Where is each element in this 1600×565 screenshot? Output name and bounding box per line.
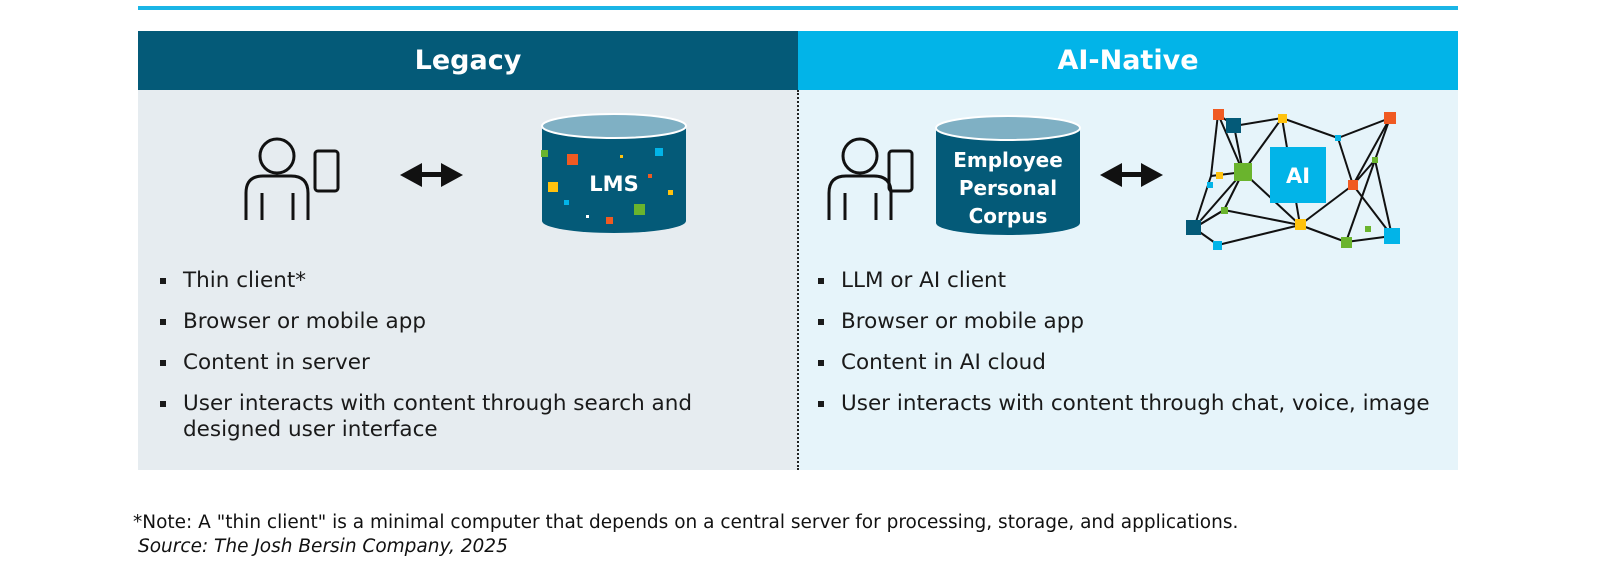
corpus-label-line-2: Personal [959,176,1057,200]
mobile-phone-icon [313,149,340,193]
ai-native-bullet-list: LLM or AI client Browser or mobile app C… [818,268,1438,432]
bullet-text: User interacts with content through sear… [183,391,693,442]
bullet-square-icon [818,278,824,284]
database-cylinder-icon: Employee Personal Corpus [935,115,1081,235]
panel-legacy [138,90,798,470]
bullet-text: Content in AI cloud [841,350,1046,375]
footnote: *Note: A "thin client" is a minimal comp… [133,512,1239,533]
bullet-text: Browser or mobile app [841,309,1085,334]
ai-label: AI [1286,164,1310,188]
bullet-square-icon [818,401,824,407]
ai-native-diagram: Employee Personal Corpus [827,109,1400,250]
double-arrow-icon [1100,163,1163,187]
legacy-diagram: LMS [244,113,687,233]
bullet-text: Browser or mobile app [183,309,427,334]
bullet-text: Thin client* [183,268,306,293]
person-icon [244,137,310,220]
person-icon [827,137,893,220]
header-legacy: Legacy [138,31,798,90]
bullet-square-icon [160,278,166,284]
lms-label: LMS [589,172,638,196]
header-ai-native: AI-Native [798,31,1458,90]
list-item: Thin client* [160,268,780,294]
database-cylinder-icon: LMS [541,113,687,233]
double-arrow-icon [400,163,463,187]
bullet-text: User interacts with content through chat… [841,391,1430,416]
top-rule [138,6,1458,10]
bullet-square-icon [160,360,166,366]
list-item: User interacts with content through sear… [160,391,780,443]
bullet-square-icon [818,319,824,325]
list-item: LLM or AI client [818,268,1438,294]
bullet-square-icon [160,319,166,325]
mobile-phone-icon [887,149,914,193]
list-item: Browser or mobile app [818,309,1438,335]
bullet-square-icon [818,360,824,366]
bullet-text: LLM or AI client [841,268,1007,293]
ai-network-icon: AI [1186,109,1400,250]
corpus-label-line-3: Corpus [969,204,1048,228]
list-item: Content in server [160,350,780,376]
bullet-text: Content in server [183,350,370,375]
source-citation: Source: The Josh Bersin Company, 2025 [138,536,508,557]
bullet-square-icon [160,401,166,407]
panel-ai-native [798,90,1458,470]
dotted-divider [797,90,799,470]
legacy-bullet-list: Thin client* Browser or mobile app Conte… [160,268,780,458]
list-item: Browser or mobile app [160,309,780,335]
corpus-label-line-1: Employee [953,148,1063,172]
list-item: Content in AI cloud [818,350,1438,376]
list-item: User interacts with content through chat… [818,391,1438,417]
